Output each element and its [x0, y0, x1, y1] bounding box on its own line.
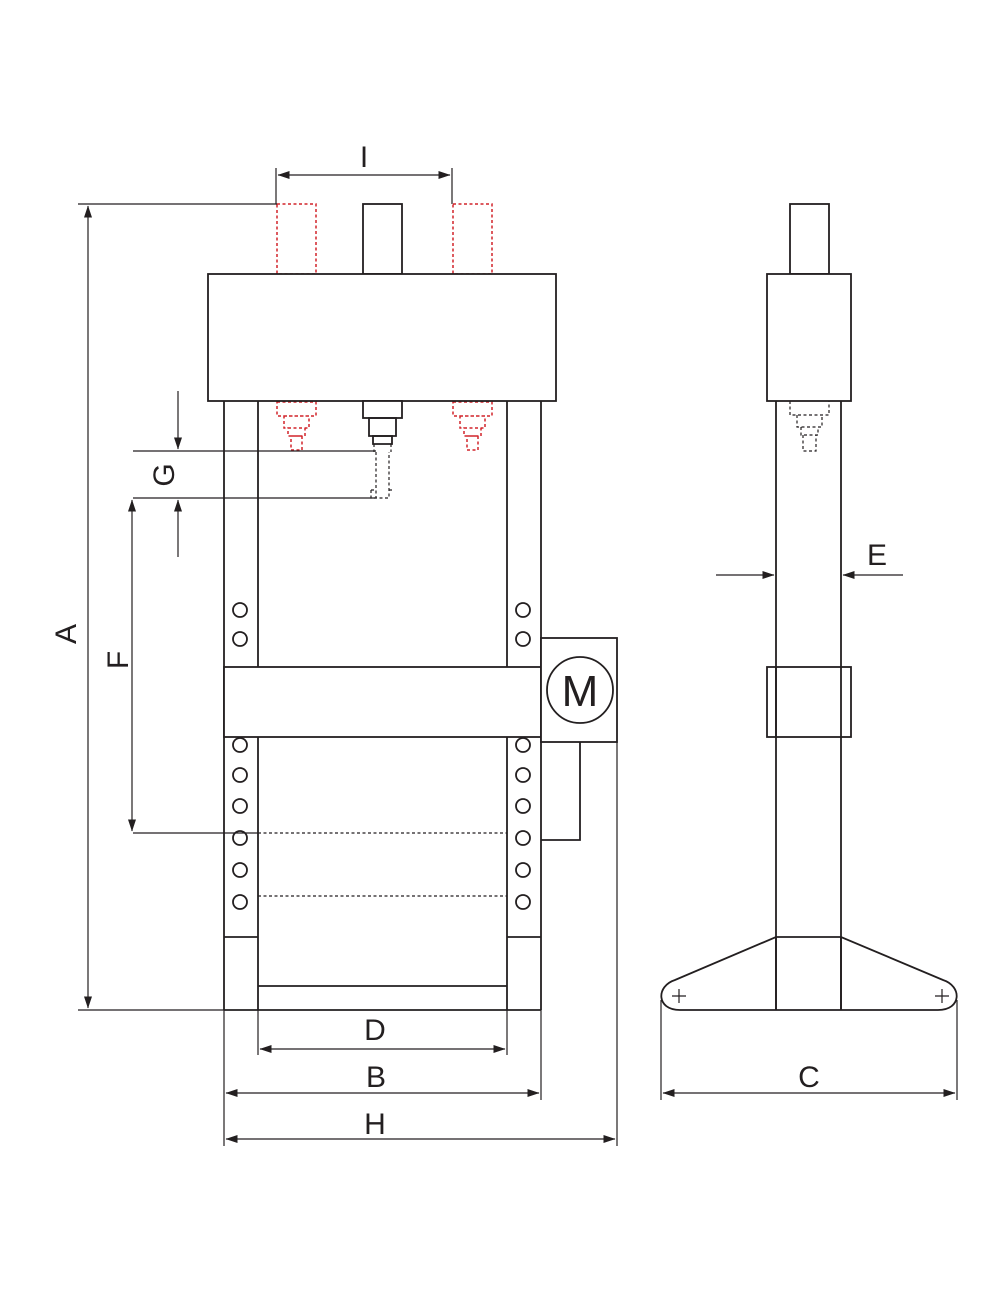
- piston-tool: [362, 400, 403, 499]
- bolster-table: [223, 666, 542, 738]
- label-h: H: [364, 1108, 386, 1141]
- label-b: B: [366, 1061, 386, 1094]
- base-frame: [224, 985, 541, 1011]
- dimension-f: F: [102, 499, 258, 834]
- dimension-b: B: [223, 1010, 542, 1100]
- dimension-e: E: [716, 539, 903, 579]
- dimension-g: G: [133, 391, 376, 557]
- side-motor-mount: [766, 666, 852, 738]
- label-g: G: [148, 463, 181, 486]
- dimension-h: H: [223, 742, 618, 1146]
- side-piston: [789, 401, 830, 452]
- front-view: M: [207, 203, 618, 1011]
- side-column: [775, 401, 842, 1010]
- side-head: [766, 273, 852, 402]
- dimensions: A I G F E: [50, 141, 958, 1146]
- adjustment-holes: [232, 602, 531, 910]
- label-d: D: [364, 1014, 386, 1047]
- press-head: [207, 273, 557, 402]
- label-e: E: [867, 539, 887, 572]
- motor-unit: M: [540, 637, 618, 841]
- side-view: [660, 203, 958, 1011]
- label-f: F: [102, 651, 135, 669]
- dimension-d: D: [257, 1010, 508, 1055]
- motor-label: M: [562, 667, 599, 716]
- main-cylinder-rod: [362, 203, 403, 275]
- dimension-i: I: [275, 141, 453, 204]
- dimension-c: C: [660, 1000, 958, 1100]
- label-i: I: [360, 141, 368, 174]
- side-base-foot: [660, 936, 958, 1011]
- side-cylinder-rod: [789, 203, 830, 275]
- label-c: C: [798, 1061, 820, 1094]
- dimension-a: A: [50, 203, 277, 1011]
- label-a: A: [50, 624, 83, 644]
